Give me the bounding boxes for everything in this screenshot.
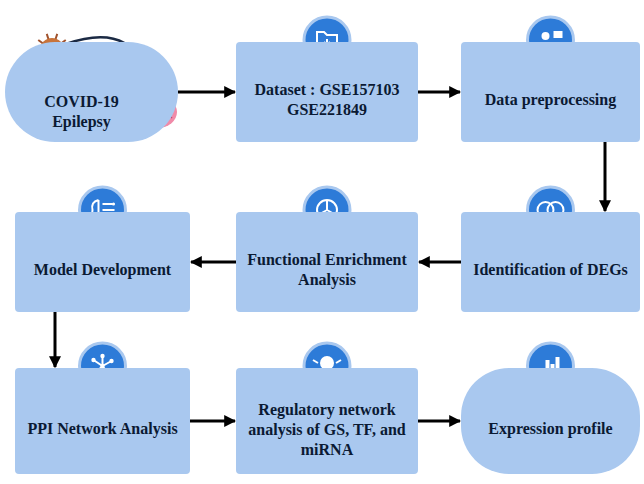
terminal-pill: COVID-19 Epilepsy	[5, 42, 178, 142]
node-label: Dataset : GSE157103 GSE221849	[246, 80, 408, 120]
node-label: Model Development	[34, 260, 171, 280]
process-box: Data preprocessing	[461, 42, 640, 142]
node-label: Data preprocessing	[485, 90, 616, 110]
flow-arrow	[418, 91, 460, 94]
node-label: COVID-19 Epilepsy	[15, 92, 148, 132]
process-box: Identification of DEGs	[461, 212, 640, 312]
flow-arrow	[191, 261, 236, 264]
process-box: Dataset : GSE157103 GSE221849	[236, 42, 418, 142]
node-label: Expression profile	[488, 419, 612, 439]
flow-arrow	[418, 420, 460, 423]
terminal-pill: Expression profile	[461, 368, 640, 474]
process-box: Regulatory network analysis of GS, TF, a…	[236, 368, 418, 474]
node-label: Identification of DEGs	[473, 260, 628, 280]
flow-arrow	[190, 420, 235, 423]
flow-arrow	[54, 312, 57, 367]
process-box: Model Development	[15, 212, 190, 312]
flow-arrow	[419, 261, 461, 264]
process-box: PPI Network Analysis	[15, 368, 190, 474]
process-box: Functional Enrichment Analysis	[236, 212, 418, 312]
flow-arrow	[178, 91, 235, 94]
node-label: Regulatory network analysis of GS, TF, a…	[246, 400, 408, 460]
flow-arrow	[604, 142, 607, 211]
node-label: PPI Network Analysis	[27, 419, 177, 439]
node-label: Functional Enrichment Analysis	[246, 250, 408, 290]
